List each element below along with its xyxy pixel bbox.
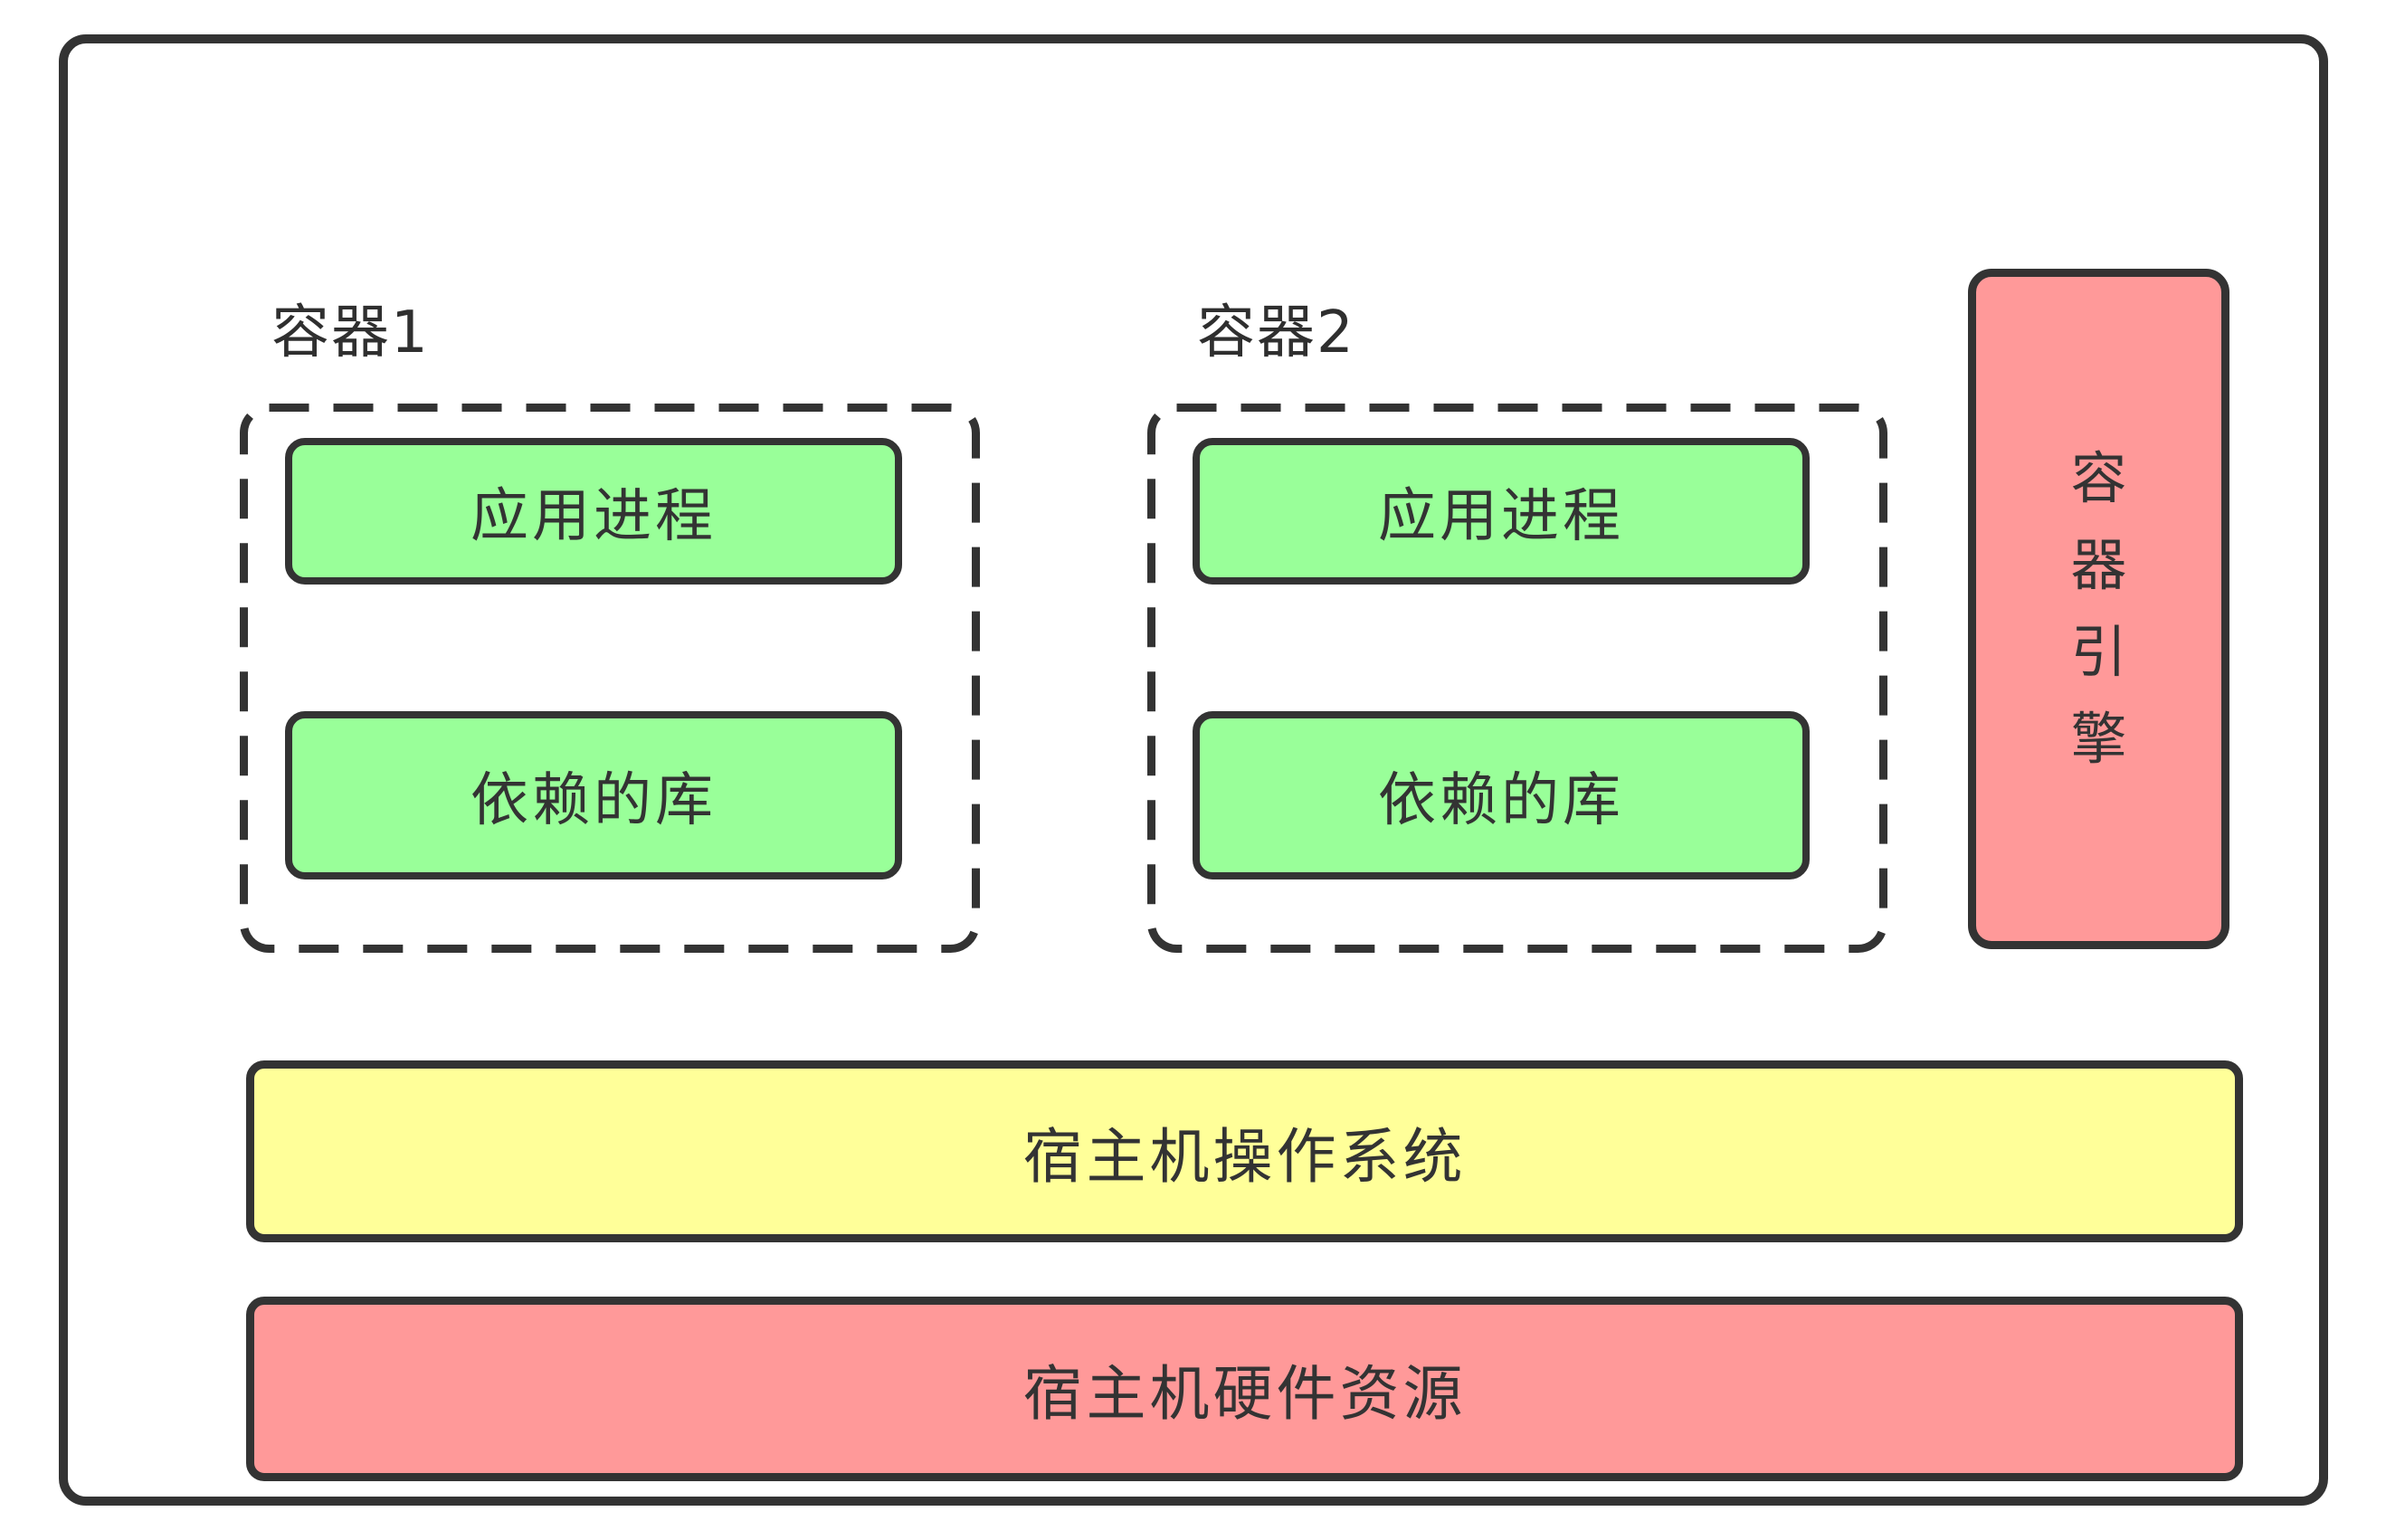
host-os-label: 宿主机操作系统 bbox=[1022, 1121, 1467, 1192]
container-2-label: 容器2 bbox=[1197, 299, 1355, 366]
dashed-border-graphic bbox=[1147, 404, 1887, 953]
host-os-bar: 宿主机操作系统 bbox=[246, 1060, 2243, 1242]
host-machine-frame: 容器1 应用进程 依赖的库 容器2 应用进程 依赖的库 容器引擎 宿主机操作系统… bbox=[59, 34, 2328, 1506]
dashed-border-graphic bbox=[240, 404, 980, 953]
container-1-dependencies-box: 依赖的库 bbox=[285, 711, 902, 879]
container-1-label: 容器1 bbox=[271, 299, 430, 366]
container-2-dependencies-box: 依赖的库 bbox=[1193, 711, 1810, 879]
container-engine-box: 容器引擎 bbox=[1968, 269, 2229, 949]
container-1-app-process-box: 应用进程 bbox=[285, 438, 902, 585]
container-1-app-process-label: 应用进程 bbox=[471, 483, 717, 550]
container-2-app-process-label: 应用进程 bbox=[1378, 483, 1624, 550]
container-2-boundary: 应用进程 依赖的库 bbox=[1147, 404, 1887, 953]
container-2-dependencies-label: 依赖的库 bbox=[1378, 767, 1624, 834]
container-1-dependencies-label: 依赖的库 bbox=[471, 767, 717, 834]
container-engine-label: 容器引擎 bbox=[2070, 444, 2127, 773]
container-2-app-process-box: 应用进程 bbox=[1193, 438, 1810, 585]
host-hardware-bar: 宿主机硬件资源 bbox=[246, 1297, 2243, 1481]
container-1-boundary: 应用进程 依赖的库 bbox=[240, 404, 980, 953]
host-hardware-label: 宿主机硬件资源 bbox=[1022, 1359, 1467, 1429]
